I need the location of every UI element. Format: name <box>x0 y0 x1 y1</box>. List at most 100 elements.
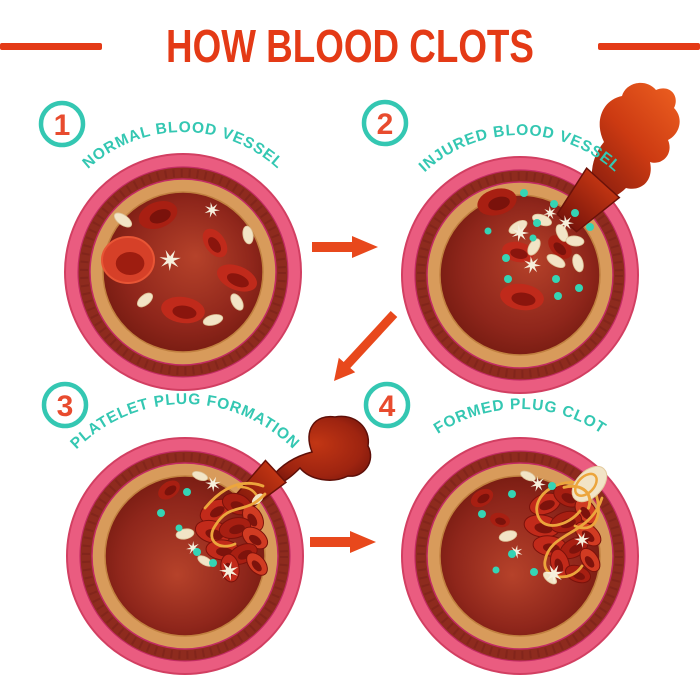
vessel-step-3 <box>66 437 304 675</box>
clotting-factor-icon <box>508 550 516 558</box>
platelet-icon <box>242 225 254 245</box>
step-label: FORMED PLUG CLOT <box>431 396 609 438</box>
clotting-factor-icon <box>529 234 537 242</box>
fibrin-strand-icon <box>237 485 260 512</box>
clotting-factor-icon <box>183 488 191 496</box>
step-number: 2 <box>377 108 394 141</box>
clotting-factor-icon <box>193 548 201 556</box>
red-blood-cell-icon <box>161 296 205 324</box>
fibrin-strand-icon <box>543 496 604 579</box>
blood-drop-icon <box>270 415 372 484</box>
title-rule-right <box>597 42 700 50</box>
clotting-factor-icon <box>175 524 183 532</box>
fibrin-strand-icon <box>203 481 265 510</box>
clotting-factor-icon <box>484 227 492 235</box>
clotting-factor-icon <box>492 566 500 574</box>
arrow-step2-to-step3-icon <box>334 311 398 381</box>
platelet-plug-icon <box>571 465 608 503</box>
white-blood-cell-icon <box>530 476 546 492</box>
vessel-muscle-texture <box>417 453 623 659</box>
platelet-icon <box>202 314 224 326</box>
vessel-step-4 <box>401 437 639 675</box>
white-blood-cell-icon <box>205 476 221 493</box>
platelet-icon <box>520 470 536 482</box>
vessel-lumen <box>102 191 264 353</box>
white-blood-cell-icon <box>509 545 523 559</box>
clotting-factor-icon <box>533 219 541 227</box>
step-number: 3 <box>57 390 74 423</box>
page-title: HOW BLOOD CLOTS <box>166 20 534 72</box>
platelet-icon <box>572 253 584 273</box>
white-blood-cell-icon <box>219 561 239 581</box>
red-blood-cell-icon <box>490 512 510 528</box>
clotting-factor-icon <box>530 568 538 576</box>
fibrin-strand-icon <box>210 492 267 548</box>
step-badge-4: 4 <box>363 381 411 429</box>
badge-ring <box>361 99 409 147</box>
title-rule-left <box>0 42 103 50</box>
clotting-factor-icon <box>586 223 594 231</box>
platelet-icon <box>565 235 585 247</box>
vessel-muscle-texture <box>417 172 623 378</box>
arrow-step3-to-step4-icon <box>310 531 376 553</box>
red-blood-cell-icon <box>217 264 257 292</box>
clotting-factor-icon <box>571 209 579 217</box>
clotting-factor-icon <box>508 490 516 498</box>
fibrin-strand-icon <box>535 481 600 527</box>
header: HOW BLOOD CLOTS <box>0 14 700 78</box>
white-blood-cell-icon <box>574 532 590 549</box>
arrow-step1-to-step2-icon <box>312 236 378 258</box>
platelet-icon <box>175 528 195 540</box>
step-number: 1 <box>54 109 71 142</box>
platelet-icon <box>546 253 566 269</box>
white-blood-cell-icon <box>204 202 220 218</box>
step-badge-2: 2 <box>361 99 409 147</box>
step-badge-3: 3 <box>41 381 89 429</box>
platelet-icon <box>498 530 518 542</box>
white-blood-cell-icon <box>186 541 200 555</box>
vessel-step-1 <box>64 153 302 391</box>
red-blood-cell-icon <box>500 283 544 311</box>
red-blood-cell-icon <box>246 552 268 576</box>
clotting-factor-icon <box>575 284 583 292</box>
badge-ring <box>363 381 411 429</box>
red-blood-cell-icon <box>138 200 178 230</box>
red-blood-cell-icon <box>523 514 561 538</box>
white-blood-cell-icon <box>543 206 557 220</box>
clotting-factor-icon <box>504 275 512 283</box>
platelet-icon <box>113 212 133 228</box>
red-blood-cell-icon <box>502 241 534 263</box>
clotting-factor-icon <box>554 292 562 300</box>
step-number: 4 <box>379 390 396 423</box>
platelet-icon <box>230 293 244 311</box>
red-blood-cell-icon <box>470 488 494 508</box>
clotting-factor-icon <box>157 509 165 517</box>
clotting-factor-icon <box>209 559 217 567</box>
vessel-step-2 <box>401 156 639 394</box>
blood-spurt-icon <box>591 82 680 200</box>
step-badge-1: 1 <box>38 100 86 148</box>
fibrin-strand-icon <box>573 472 598 497</box>
red-blood-cell-icon <box>158 480 180 500</box>
clotting-factor-icon <box>502 254 510 262</box>
red-blood-cell-icon <box>579 547 601 573</box>
step-label-text: FORMED PLUG CLOT <box>431 396 608 438</box>
red-blood-cell-icon <box>202 228 228 258</box>
sealed-plug <box>562 465 608 510</box>
clotting-factor-icon <box>478 510 486 518</box>
clotting-factor-icon <box>550 200 558 208</box>
clotting-factor-icon <box>548 482 556 490</box>
badge-ring <box>41 381 89 429</box>
clotting-factor-icon <box>552 275 560 283</box>
vessel-muscle-texture <box>80 169 286 375</box>
platelet-icon <box>191 470 209 482</box>
white-blood-cell-icon <box>558 215 574 231</box>
white-blood-cell-icon <box>523 256 541 274</box>
platelet-icon <box>136 292 154 308</box>
clotting-factor-icon <box>520 189 528 197</box>
red-blood-cell-icon <box>477 188 517 216</box>
red-blood-cell-icon <box>101 236 155 284</box>
white-blood-cell-icon <box>544 565 564 584</box>
